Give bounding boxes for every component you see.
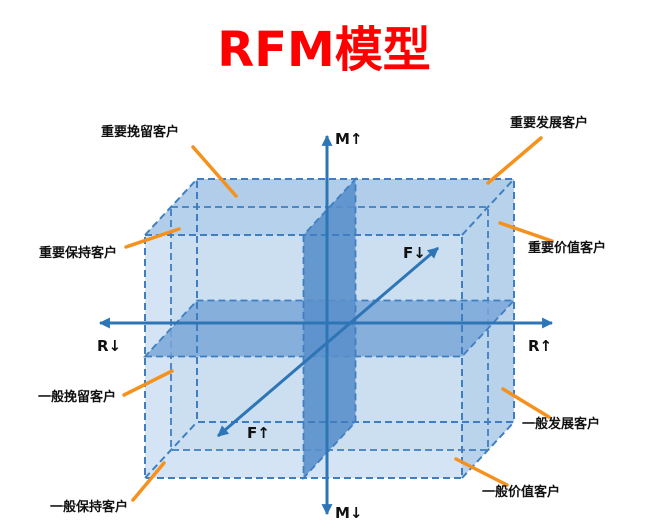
annotation-line xyxy=(486,136,543,185)
segment-important-retain: 重要挽留客户 xyxy=(101,124,238,198)
segment-general-retain: 一般挽留客户 xyxy=(38,369,174,405)
annotation-line xyxy=(498,221,554,243)
annotation-line xyxy=(191,145,238,198)
segment-label: 一般价值客户 xyxy=(482,484,560,500)
annotation-line xyxy=(122,369,174,397)
segment-general-develop: 一般发展客户 xyxy=(501,387,600,432)
r-down-axis-label: R↓ xyxy=(97,337,121,355)
segment-important-value: 重要价值客户 xyxy=(498,221,606,256)
segment-general-value: 一般价值客户 xyxy=(454,457,560,500)
segment-label: 一般发展客户 xyxy=(522,416,600,432)
segment-label: 一般保持客户 xyxy=(50,499,128,515)
f-axis-line xyxy=(217,246,439,438)
page-title: RFM模型 xyxy=(217,22,431,78)
segment-important-develop: 重要发展客户 xyxy=(486,115,588,185)
segment-general-keep: 一般保持客户 xyxy=(50,461,166,515)
annotation-line xyxy=(131,461,166,502)
segment-label: 重要发展客户 xyxy=(510,115,588,131)
m-down-axis-label: M↓ xyxy=(335,504,363,522)
cube-front-edges xyxy=(144,234,463,479)
axes: M↑ M↓ R↓ R↑ F↓ F↑ xyxy=(97,130,554,522)
r-up-axis-label: R↑ xyxy=(528,337,552,355)
annotation-line xyxy=(501,387,551,419)
annotation-line xyxy=(454,457,509,487)
segment-important-keep: 重要保持客户 xyxy=(39,227,181,261)
rfm-cube xyxy=(142,176,517,481)
cube-back-edges xyxy=(196,178,515,423)
m-up-axis-label: M↑ xyxy=(335,130,363,148)
segment-label: 重要挽留客户 xyxy=(101,124,179,140)
segment-label: 一般挽留客户 xyxy=(38,389,116,405)
annotation-line xyxy=(124,227,181,249)
f-down-axis-label: F↓ xyxy=(403,244,426,262)
segment-label: 重要保持客户 xyxy=(39,245,117,261)
f-up-axis-label: F↑ xyxy=(247,424,270,442)
segment-annotations: 重要挽留客户 重要发展客户 重要保持客户 重要价值客户 一般挽留客户 一般发展客… xyxy=(38,115,606,515)
segment-label: 重要价值客户 xyxy=(528,240,606,256)
cube-depth-edges xyxy=(144,178,515,479)
